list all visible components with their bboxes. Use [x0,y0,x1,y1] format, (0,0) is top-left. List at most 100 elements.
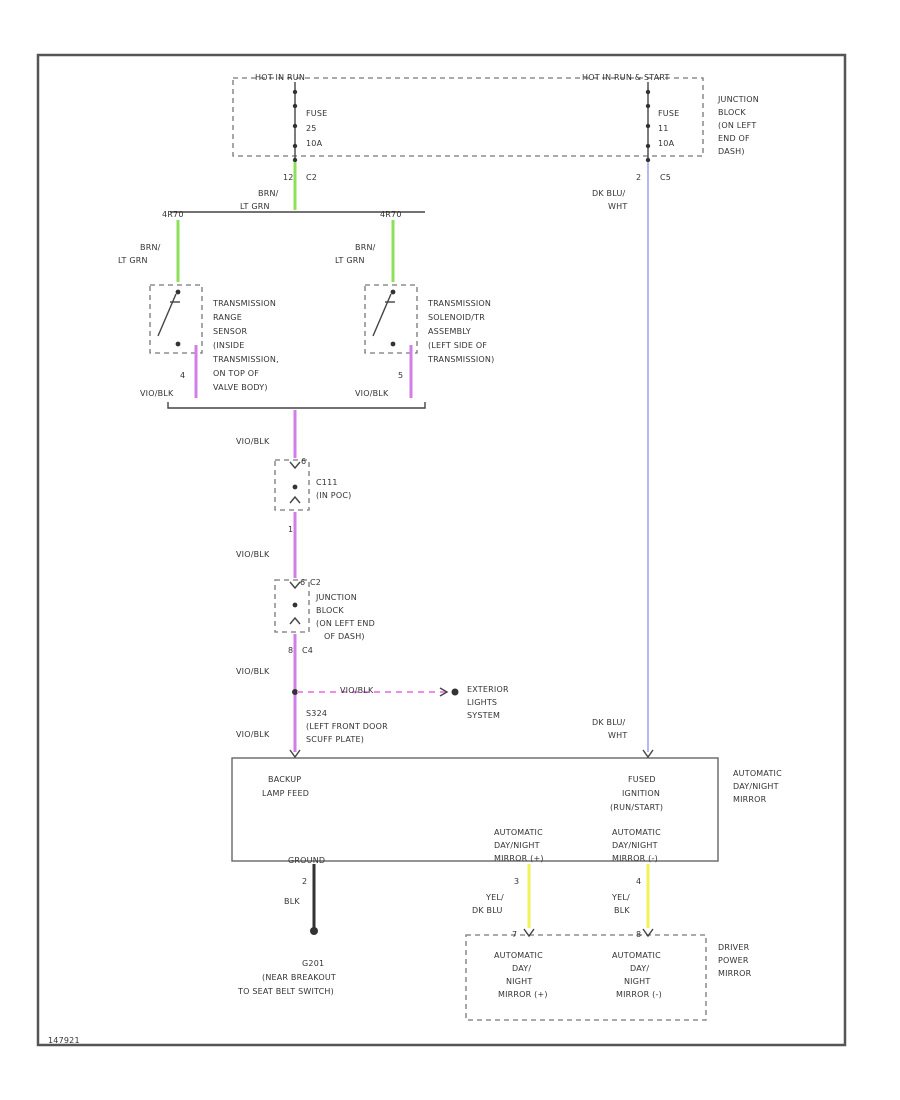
exterior-lights-label: EXTERIOR LIGHTS SYSTEM [467,685,509,720]
svg-text:AUTOMATIC: AUTOMATIC [612,951,661,960]
wire-label-blk: BLK [284,897,300,906]
junction-block-label: JUNCTION BLOCK (ON LEFT END OF DASH) [717,95,759,156]
wire-vio-blk-switch [167,345,426,458]
svg-text:LAMP FEED: LAMP FEED [262,789,309,798]
mirror-input-left-pin [289,749,301,759]
wire-label-vio-4: VIO/BLK [236,550,270,559]
svg-text:DAY/NIGHT: DAY/NIGHT [612,841,658,850]
automatic-day-night-mirror-box [231,757,719,862]
ground-g201-label: G201 (NEAR BREAKOUT TO SEAT BELT SWITCH) [237,959,336,996]
svg-text:AUTOMATIC: AUTOMATIC [612,828,661,837]
output-minus-pin: 4 [636,877,641,886]
svg-text:BACKUP: BACKUP [268,775,301,784]
svg-text:NIGHT: NIGHT [506,977,532,986]
hot-in-run-start-label: HOT IN RUN & START [582,73,670,82]
pin-12: 12 [283,173,294,182]
wire-label-yel-1: YEL/ [485,893,504,902]
wire-label-dkblu-top: DK BLU/ [592,189,626,198]
svg-text:25: 25 [306,124,317,133]
svg-text:AUTOMATIC: AUTOMATIC [733,769,782,778]
wire-label-blk-2: BLK [614,906,630,915]
svg-text:LIGHTS: LIGHTS [467,698,497,707]
connector-junction-block: 6 C2 JUNCTION BLOCK (ON LEFT END OF DASH… [274,578,375,655]
automatic-day-night-mirror-name: AUTOMATIC DAY/NIGHT MIRROR [733,769,782,804]
svg-text:DAY/: DAY/ [512,964,531,973]
svg-text:SYSTEM: SYSTEM [467,711,500,720]
wire-label-left-ltgrn: LT GRN [118,256,148,265]
diagram-frame [36,53,847,1047]
splice-s324 [292,689,298,695]
footer-code: 147921 [48,1036,80,1045]
svg-text:POWER: POWER [718,956,749,965]
fuse-11: FUSE 11 10A [645,82,679,163]
svg-text:ON TOP OF: ON TOP OF [213,369,259,378]
driver-mirror-minus-label: AUTOMATIC DAY/ NIGHT MIRROR (-) [612,951,662,999]
svg-text:6: 6 [300,578,305,587]
svg-text:MIRROR (-): MIRROR (-) [612,854,658,863]
transmission-solenoid-assembly: TRANSMISSION SOLENOID/TR ASSEMBLY (LEFT … [364,284,494,364]
wire-label-vio-dashed: VIO/BLK [340,686,374,695]
svg-text:MIRROR (+): MIRROR (+) [498,990,548,999]
svg-text:(LEFT FRONT DOOR: (LEFT FRONT DOOR [306,722,388,731]
driver-mirror-pin-8-arrow [642,928,654,938]
svg-text:OF DASH): OF DASH) [324,632,365,641]
svg-text:TRANSMISSION: TRANSMISSION [212,299,276,308]
driver-power-mirror-box [465,934,707,1021]
svg-text:AUTOMATIC: AUTOMATIC [494,951,543,960]
svg-text:FUSE: FUSE [306,109,327,118]
driver-power-mirror-name: DRIVER POWER MIRROR [718,943,752,978]
wire-label-vio-left: VIO/BLK [140,389,174,398]
connector-c2-top: C2 [306,173,317,182]
svg-text:FUSED: FUSED [628,775,656,784]
wire-label-brn: BRN/ [258,189,279,198]
svg-text:SCUFF PLATE): SCUFF PLATE) [306,735,364,744]
splice-label: S324 (LEFT FRONT DOOR SCUFF PLATE) [306,709,388,744]
svg-text:BLOCK: BLOCK [718,108,746,117]
svg-text:MIRROR: MIRROR [718,969,752,978]
svg-text:DAY/NIGHT: DAY/NIGHT [733,782,779,791]
svg-text:6: 6 [301,457,306,466]
wire-label-right-brn: BRN/ [355,243,376,252]
svg-text:TRANSMISSION): TRANSMISSION) [427,355,494,364]
switch-right-model: 4R70 [380,210,402,219]
mirror-output-minus-label: AUTOMATIC DAY/NIGHT MIRROR (-) [612,828,661,863]
switch-left-pin: 4 [180,371,185,380]
svg-text:C2: C2 [310,578,321,587]
svg-text:JUNCTION: JUNCTION [315,593,357,602]
ground-g201-symbol [310,927,318,935]
pin-2-right: 2 [636,173,641,182]
output-plus-pin: 3 [514,877,519,886]
driver-mirror-pin-7-arrow [523,928,535,938]
backup-lamp-feed-label: BACKUP LAMP FEED [262,775,309,798]
driver-mirror-pin-8: 8 [636,930,641,939]
connector-c5: C5 [660,173,671,182]
driver-mirror-plus-label: AUTOMATIC DAY/ NIGHT MIRROR (+) [494,951,548,999]
svg-text:IGNITION: IGNITION [622,789,660,798]
svg-text:RANGE: RANGE [213,313,242,322]
wire-brn-lt-grn [170,162,425,282]
wire-label-right-ltgrn: LT GRN [335,256,365,265]
svg-text:10A: 10A [658,139,675,148]
svg-text:DAY/: DAY/ [630,964,649,973]
wire-label-vio-3: VIO/BLK [236,437,270,446]
transmission-range-sensor: TRANSMISSION RANGE SENSOR (INSIDE TRANSM… [149,284,279,392]
ground-terminal-label: GROUND [288,856,325,865]
wire-label-lt-grn: LT GRN [240,202,270,211]
wire-label-vio-right: VIO/BLK [355,389,389,398]
wire-label-yel-2: YEL/ [611,893,630,902]
svg-text:DASH): DASH) [718,147,745,156]
svg-text:(INSIDE: (INSIDE [213,341,245,350]
svg-text:S324: S324 [306,709,327,718]
svg-text:MIRROR (-): MIRROR (-) [616,990,662,999]
arrow-exterior [439,687,449,697]
driver-mirror-pin-7: 7 [512,930,517,939]
svg-text:(RUN/START): (RUN/START) [610,803,663,812]
svg-text:VALVE BODY): VALVE BODY) [213,383,268,392]
mirror-output-plus-label: AUTOMATIC DAY/NIGHT MIRROR (+) [494,828,544,863]
svg-text:TRANSMISSION,: TRANSMISSION, [212,355,279,364]
wire-label-wht-top: WHT [608,202,627,211]
switch-right-pin: 5 [398,371,403,380]
svg-text:NIGHT: NIGHT [624,977,650,986]
ground-pin: 2 [302,877,307,886]
